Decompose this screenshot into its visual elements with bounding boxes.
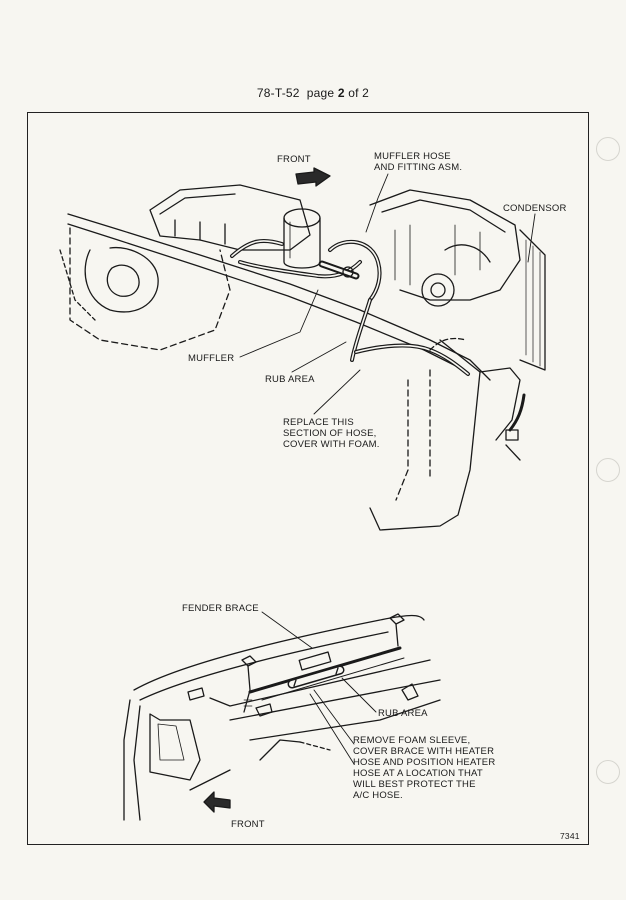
label-remove-line6: A/C HOSE. (353, 790, 403, 801)
label-replace-section: REPLACE THIS SECTION OF HOSE, COVER WITH… (283, 417, 380, 450)
label-replace-line1: REPLACE THIS (283, 417, 354, 428)
figure-number: 7341 (560, 831, 580, 841)
bolt-left (241, 655, 257, 713)
label-muffler-hose-line2: AND FITTING ASM. (374, 162, 463, 173)
label-remove-foam: REMOVE FOAM SLEEVE, COVER BRACE WITH HEA… (353, 735, 495, 801)
binder-hole (596, 760, 620, 784)
fender-brace-illustration (123, 611, 441, 821)
label-front-lower: FRONT (231, 819, 265, 830)
front-arrow-upper (295, 167, 331, 187)
engine-bay-illustration (59, 167, 546, 531)
label-remove-line1: REMOVE FOAM SLEEVE, (353, 735, 471, 746)
label-rub-area-upper: RUB AREA (265, 374, 315, 385)
page-prefix: page (306, 86, 335, 100)
doc-number: 78-T-52 (256, 86, 300, 100)
label-muffler-hose: MUFFLER HOSE AND FITTING ASM. (374, 151, 462, 173)
page-header: 78-T-52 page 2 of 2 (0, 86, 626, 100)
figure-frame (27, 112, 589, 845)
label-muffler: MUFFLER (188, 353, 235, 364)
label-fender-brace: FENDER BRACE (182, 603, 259, 614)
label-remove-line2: COVER BRACE WITH HEATER (353, 746, 495, 757)
page-current: 2 (337, 86, 345, 100)
bolt-right (389, 613, 405, 647)
label-rub-area-lower: RUB AREA (378, 708, 428, 719)
label-muffler-hose-line1: MUFFLER HOSE (374, 151, 451, 162)
label-condensor: CONDENSOR (503, 203, 567, 214)
label-replace-line2: SECTION OF HOSE, (283, 428, 377, 439)
label-replace-line3: COVER WITH FOAM. (283, 439, 380, 450)
binder-hole (596, 137, 620, 161)
front-arrow-lower (203, 791, 231, 813)
page-of: of 2 (348, 86, 370, 100)
label-remove-line4: HOSE AT A LOCATION THAT (353, 768, 483, 779)
binder-hole (596, 458, 620, 482)
label-front-upper: FRONT (277, 154, 311, 165)
label-remove-line3: HOSE AND POSITION HEATER (353, 757, 496, 768)
label-remove-line5: WILL BEST PROTECT THE (353, 779, 476, 790)
